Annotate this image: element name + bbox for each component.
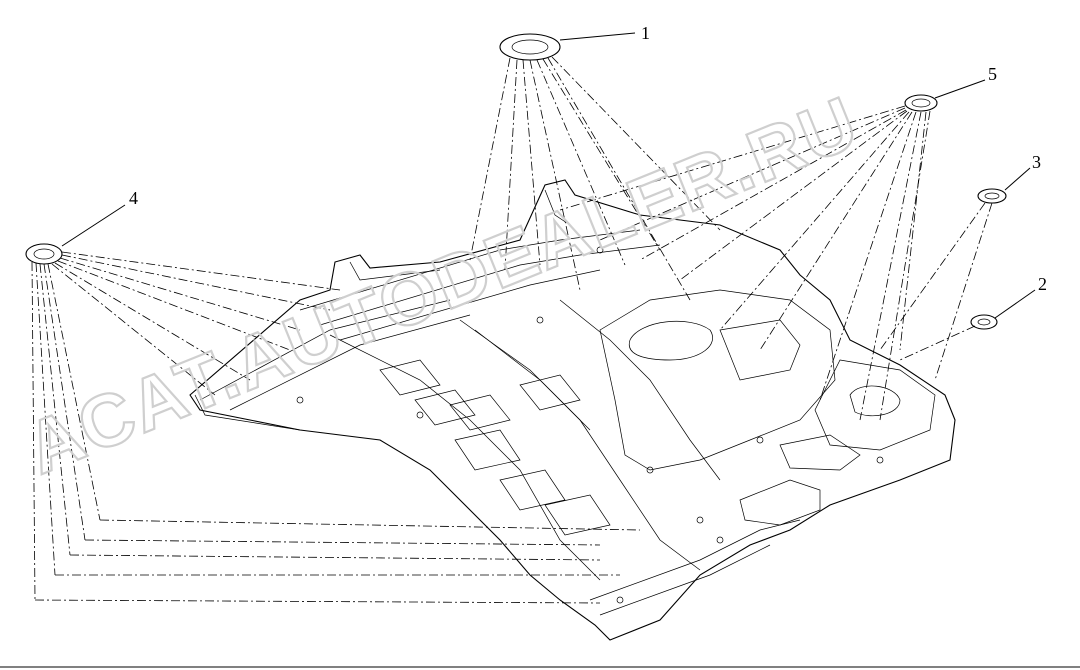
plug-item-1 <box>499 33 561 61</box>
callout-4: 4 <box>129 188 138 208</box>
plug-item-3 <box>977 188 1007 204</box>
plug-item-4 <box>25 243 63 265</box>
projection-lines <box>31 56 993 604</box>
leader-lines <box>61 32 1036 319</box>
callout-5: 5 <box>988 64 997 84</box>
callout-2: 2 <box>1038 274 1047 294</box>
callout-3: 3 <box>1032 152 1041 172</box>
floor-panel-assembly <box>189 179 956 641</box>
plug-item-2 <box>970 314 998 330</box>
callout-1: 1 <box>641 23 650 43</box>
plug-item-5 <box>904 94 938 112</box>
